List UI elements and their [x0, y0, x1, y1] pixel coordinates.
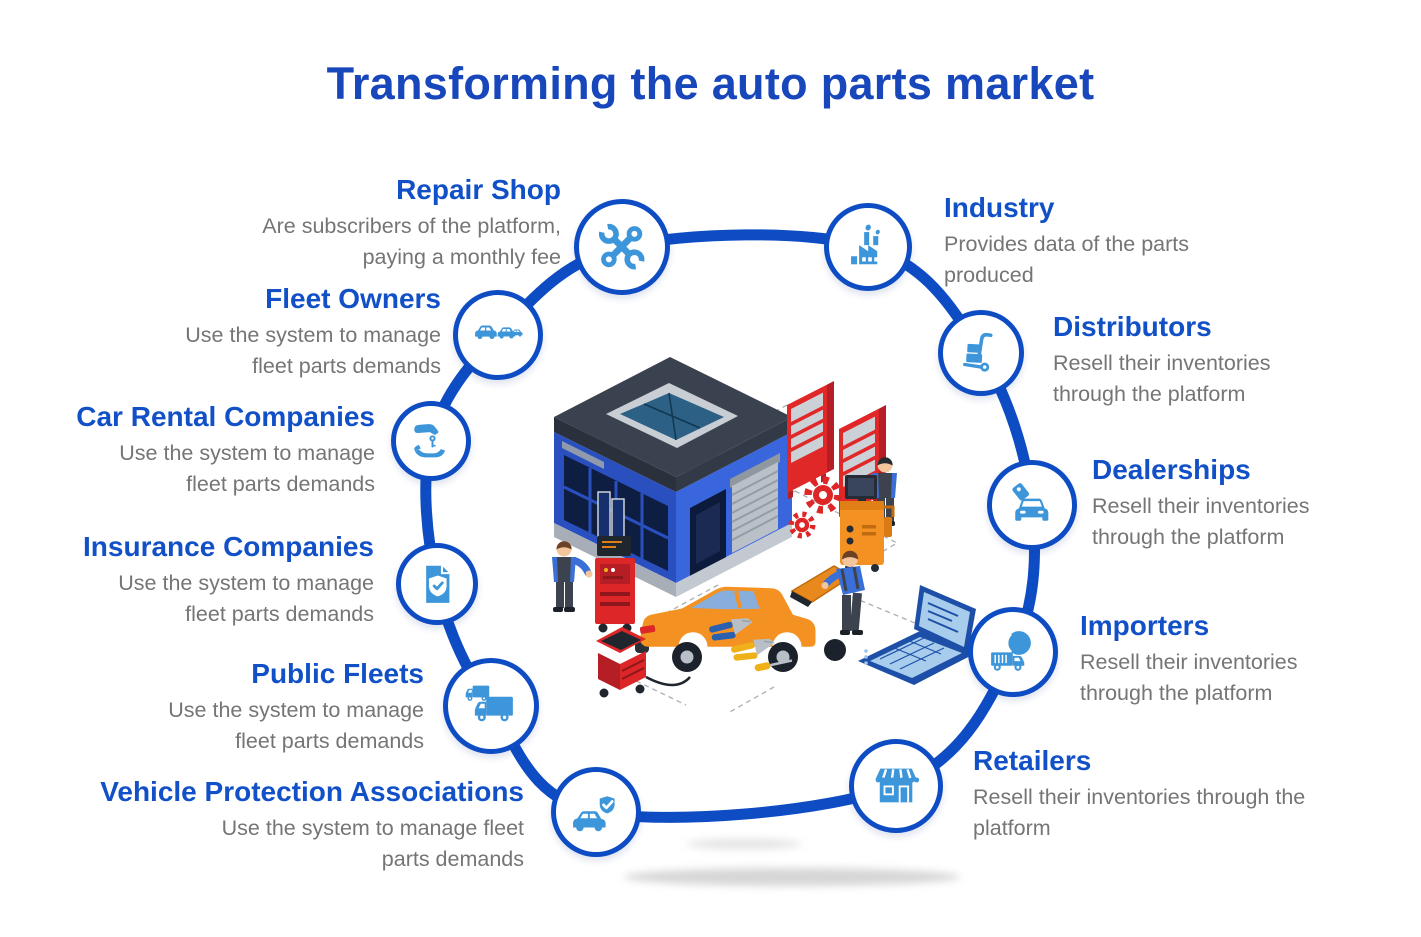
mechanic-at-hood: [821, 550, 865, 635]
item-name: Public Fleets: [251, 658, 424, 689]
key-handover-icon: [414, 424, 446, 458]
parts-shelves: [787, 381, 886, 524]
label-repair-shop: Repair Shop Are subscribers of the platf…: [216, 174, 561, 273]
item-description: Use the system to manage fleet parts dem…: [118, 571, 374, 626]
fleet-cars-icon: [475, 325, 523, 340]
label-importers: Importers Resell their inventories throu…: [1080, 610, 1330, 709]
item-description: Are subscribers of the platform, paying …: [262, 214, 561, 269]
item-name: Dealerships: [1092, 454, 1251, 485]
label-dealerships: Dealerships Resell their inventories thr…: [1092, 454, 1342, 553]
node-distributors: [938, 310, 1024, 396]
item-name: Retailers: [973, 745, 1092, 776]
node-industry: [824, 203, 912, 291]
label-public-fleets: Public Fleets Use the system to manage f…: [152, 658, 424, 757]
laptop: [858, 585, 976, 685]
hand-truck-icon: [963, 333, 993, 373]
node-insurance: [396, 543, 478, 625]
globe-truck-icon: [991, 631, 1032, 672]
workshop-illustration: [552, 357, 976, 886]
node-car-rental: [391, 401, 471, 481]
node-retailers: [849, 739, 943, 833]
toolbox: [596, 627, 691, 698]
label-retailers: Retailers Resell their inventories throu…: [973, 745, 1318, 844]
orange-car: [635, 565, 854, 672]
item-name: Vehicle Protection Associations: [100, 776, 524, 807]
ground-shadow: [624, 868, 960, 886]
red-tool-cart: [595, 536, 635, 633]
label-fleet-owners: Fleet Owners Use the system to manage fl…: [169, 283, 441, 382]
node-importers: [968, 607, 1058, 697]
storefront-icon: [875, 768, 920, 803]
page-title: Transforming the auto parts market: [326, 58, 1095, 109]
node-fleet-owners: [453, 290, 543, 380]
label-vehicle-protection: Vehicle Protection Associations Use the …: [100, 776, 524, 875]
policy-shield-icon: [425, 565, 450, 603]
label-car-rental: Car Rental Companies Use the system to m…: [76, 401, 375, 500]
factory-icon: [850, 224, 880, 265]
node-public-fleets: [443, 658, 539, 754]
item-name: Importers: [1080, 610, 1210, 641]
item-name: Distributors: [1053, 311, 1212, 342]
item-description: Resell their inventories through the pla…: [1053, 351, 1271, 406]
car-price-tag-icon: [1012, 483, 1049, 521]
garage-building: [554, 357, 792, 597]
item-description: Provides data of the parts produced: [944, 232, 1190, 287]
node-vehicle-protection: [551, 767, 641, 857]
label-distributors: Distributors Resell their inventories th…: [1053, 311, 1303, 410]
car-shield-icon: [573, 793, 618, 832]
hand-tools: [709, 618, 793, 672]
trucks-icon: [466, 686, 514, 722]
item-description: Use the system to manage fleet parts dem…: [221, 816, 524, 871]
item-name: Fleet Owners: [265, 283, 441, 314]
item-description: Resell their inventories through the pla…: [1092, 494, 1310, 549]
item-description: Use the system to manage fleet parts dem…: [119, 441, 375, 496]
item-name: Industry: [944, 192, 1055, 223]
diagnostic-machine: [840, 475, 895, 572]
item-description: Resell their inventories through the pla…: [1080, 650, 1298, 705]
label-industry: Industry Provides data of the parts prod…: [944, 192, 1229, 291]
item-description: Use the system to manage fleet parts dem…: [185, 323, 441, 378]
node-dealerships: [987, 460, 1077, 550]
item-name: Car Rental Companies: [76, 401, 375, 432]
label-insurance: Insurance Companies Use the system to ma…: [83, 531, 374, 630]
item-description: Use the system to manage fleet parts dem…: [168, 698, 424, 753]
item-description: Resell their inventories through the pla…: [973, 785, 1306, 840]
node-repair-shop: [574, 199, 670, 295]
wrenches-icon: [599, 224, 645, 270]
item-name: Insurance Companies: [83, 531, 374, 562]
item-name: Repair Shop: [396, 174, 561, 205]
mechanic-at-cart: [552, 541, 593, 612]
ground-shadow-small: [686, 838, 802, 850]
